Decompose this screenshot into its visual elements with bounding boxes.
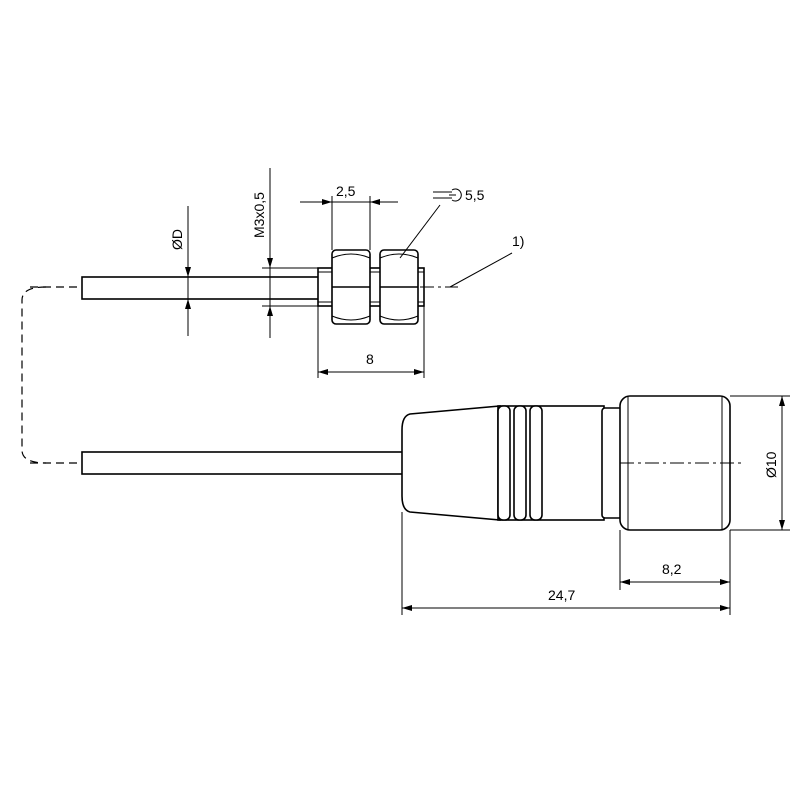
cap-length-dimension: 8,2 [619, 530, 731, 615]
svg-text:ØD: ØD [169, 229, 185, 250]
hex-nut-left [331, 249, 371, 325]
svg-text:5,5: 5,5 [465, 187, 485, 203]
thread-length-dimension: 8 [317, 306, 425, 378]
svg-text:8,2: 8,2 [662, 561, 682, 577]
note-1-leader [449, 252, 513, 288]
lower-cable [30, 451, 409, 475]
cable-loop [21, 286, 47, 464]
svg-text:M3x0,5: M3x0,5 [251, 192, 267, 238]
svg-text:2,5: 2,5 [336, 183, 356, 199]
svg-text:8: 8 [366, 351, 374, 367]
total-length-dimension: 24,7 [401, 512, 730, 615]
nut-width-dimension: 2,5 [300, 183, 398, 250]
hex-nut-right [379, 249, 419, 325]
svg-text:24,7: 24,7 [548, 587, 575, 603]
wrench-icon [433, 188, 462, 202]
svg-text:Ø10: Ø10 [763, 451, 779, 478]
upper-cable [30, 276, 323, 300]
body-diameter-dimension: Ø10 [730, 395, 790, 531]
note-1-label: 1) [512, 233, 524, 249]
wrench-size-dimension: 5,5 [399, 187, 485, 259]
cable-diameter-dimension: ØD [169, 206, 191, 336]
thread-dimension: M3x0,5 [251, 168, 318, 338]
